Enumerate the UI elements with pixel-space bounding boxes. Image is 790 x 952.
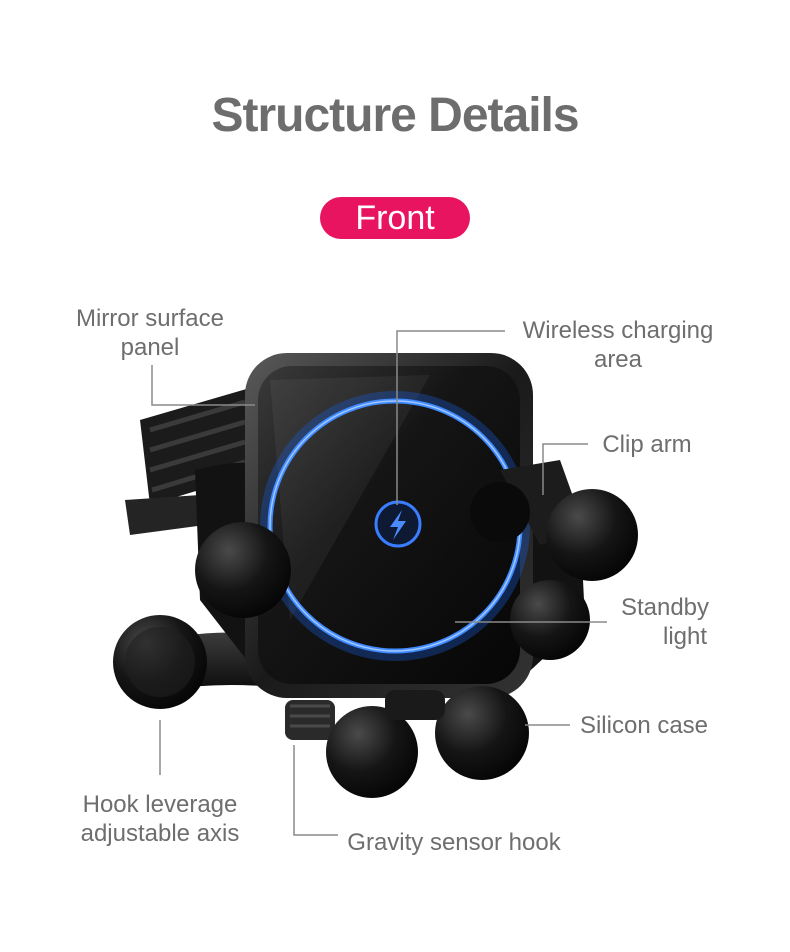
page-title: Structure Details [211, 89, 579, 142]
label-mirror-surface-panel: Mirror surface panel [75, 305, 225, 361]
clip-arm-knob-left [195, 522, 291, 618]
label-silicon-case: Silicon case [579, 712, 709, 739]
vent-clip [125, 385, 265, 535]
gravity-sensor-hook [285, 686, 529, 798]
label-wireless-charging-area: Wireless charging area [522, 317, 714, 373]
label-gravity-sensor-hook: Gravity sensor hook [347, 829, 561, 856]
bottom-knob-right [435, 686, 529, 780]
standby-light-knob [510, 580, 590, 660]
label-hook-leverage-axis: Hook leverage adjustable axis [80, 791, 240, 847]
label-standby-light: Standby light [620, 594, 710, 650]
clip-arm-knob-right [546, 489, 638, 581]
lightning-charge-icon [374, 500, 422, 548]
label-clip-arm: Clip arm [602, 431, 692, 458]
front-view-tag: Front [320, 197, 470, 239]
bottom-knob-left [326, 706, 418, 798]
